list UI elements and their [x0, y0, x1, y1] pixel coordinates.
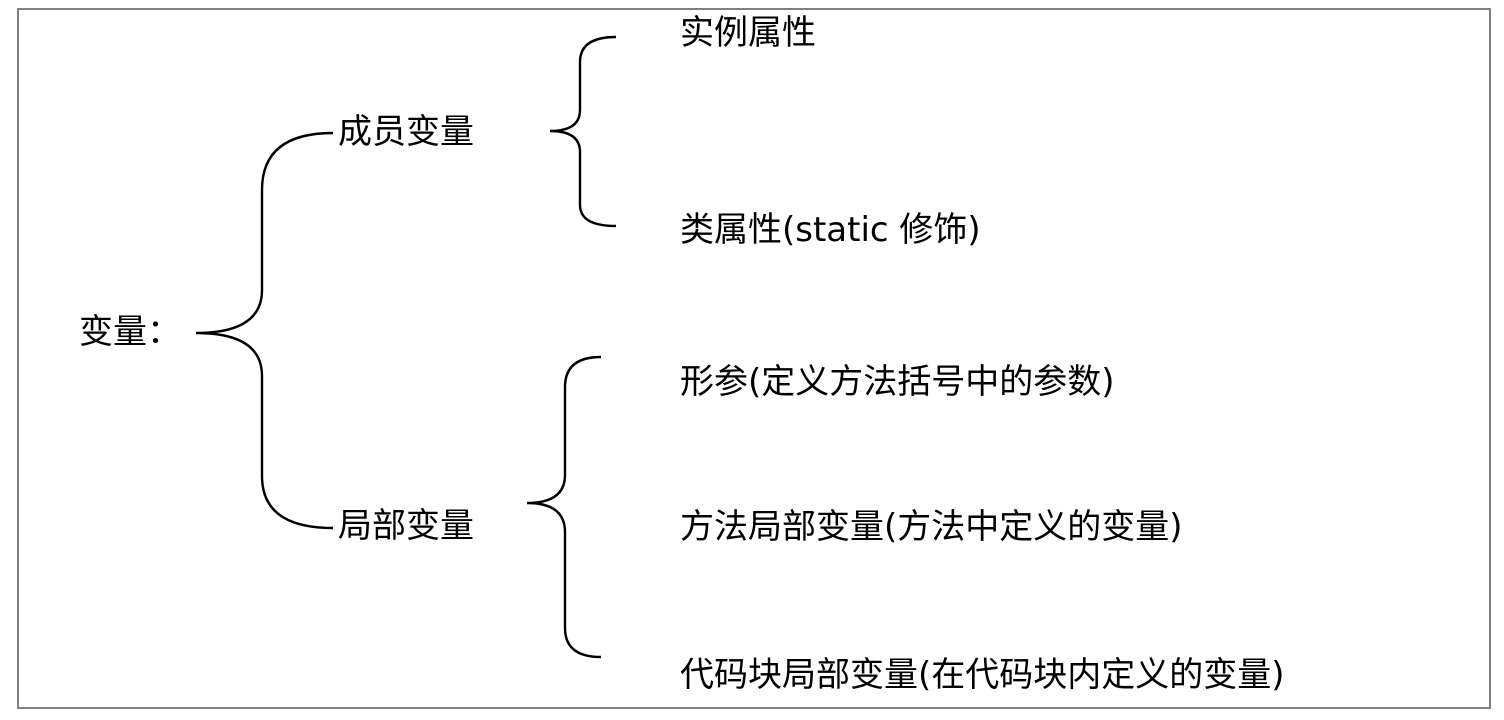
root-brace: [195, 131, 334, 530]
diagram-frame: [17, 8, 1491, 709]
leaf-instance-attribute: 实例属性: [680, 13, 816, 53]
leaf-formal-parameter: 形参(定义方法括号中的参数): [680, 362, 1115, 402]
branch-label-member-variables: 成员变量: [338, 112, 474, 152]
leaf-class-attribute: 类属性(static 修饰): [680, 210, 981, 250]
leaf-block-local-variable: 代码块局部变量(在代码块内定义的变量): [680, 655, 1285, 695]
root-node-label: 变量：: [79, 312, 181, 352]
local-variable-brace: [526, 355, 602, 659]
branch-label-local-variables: 局部变量: [338, 506, 474, 546]
leaf-method-local-variable: 方法局部变量(方法中定义的变量): [680, 507, 1183, 547]
member-variable-brace: [549, 35, 617, 228]
